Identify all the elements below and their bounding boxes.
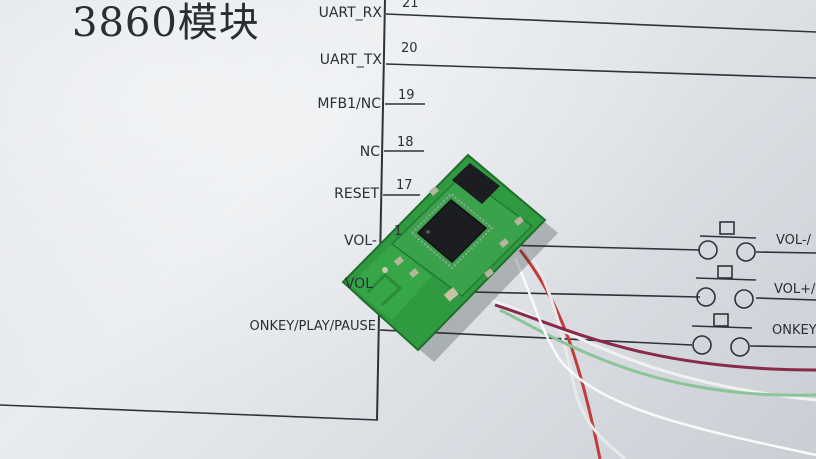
vol-plus-switch xyxy=(695,265,757,309)
pin-number-17: 17 xyxy=(396,178,413,193)
white-wire-3 xyxy=(513,257,816,457)
pin-label-mfb1-nc: MFB1/NC xyxy=(317,96,381,112)
schematic-bottom-line xyxy=(0,404,379,421)
pin-number-21: 21 xyxy=(402,0,419,11)
pin-number-19: 19 xyxy=(398,88,415,103)
pin-label-nc: NC xyxy=(359,144,380,160)
red-wire xyxy=(518,249,602,459)
right-label-onkey: ONKEY xyxy=(772,323,816,338)
pin-number-18: 18 xyxy=(397,135,414,150)
green-wire xyxy=(499,308,816,397)
pin-number-20: 20 xyxy=(401,41,418,56)
module-edge-line xyxy=(376,0,386,421)
right-label-vol-plus: VOL+/ xyxy=(774,282,816,297)
main-ic-chip xyxy=(416,198,488,264)
maroon-wire xyxy=(494,303,816,372)
onkey-switch xyxy=(691,313,753,357)
pin-20-wire xyxy=(385,63,816,79)
pin-21-wire xyxy=(385,13,816,33)
vol-minus-switch xyxy=(698,221,757,262)
onkey-play-pause-label: ONKEY/PLAY/PAUSE xyxy=(249,319,376,334)
right-label-vol-minus: VOL-/ xyxy=(776,233,811,248)
pin-label-uart-rx: UART_RX xyxy=(318,5,382,21)
white-wire-2 xyxy=(489,298,816,402)
white-wire-1 xyxy=(523,246,627,459)
schematic-title: 3860模块 xyxy=(72,0,260,46)
crystal-component xyxy=(452,163,500,204)
pin-label-reset: RESET xyxy=(334,186,379,202)
pin-number-1: 1 xyxy=(394,224,403,239)
pin-label-vol: VOL xyxy=(344,276,373,292)
pin-label-uart-tx: UART_TX xyxy=(319,52,382,68)
pin-label-vol-minus: VOL- xyxy=(344,233,377,249)
